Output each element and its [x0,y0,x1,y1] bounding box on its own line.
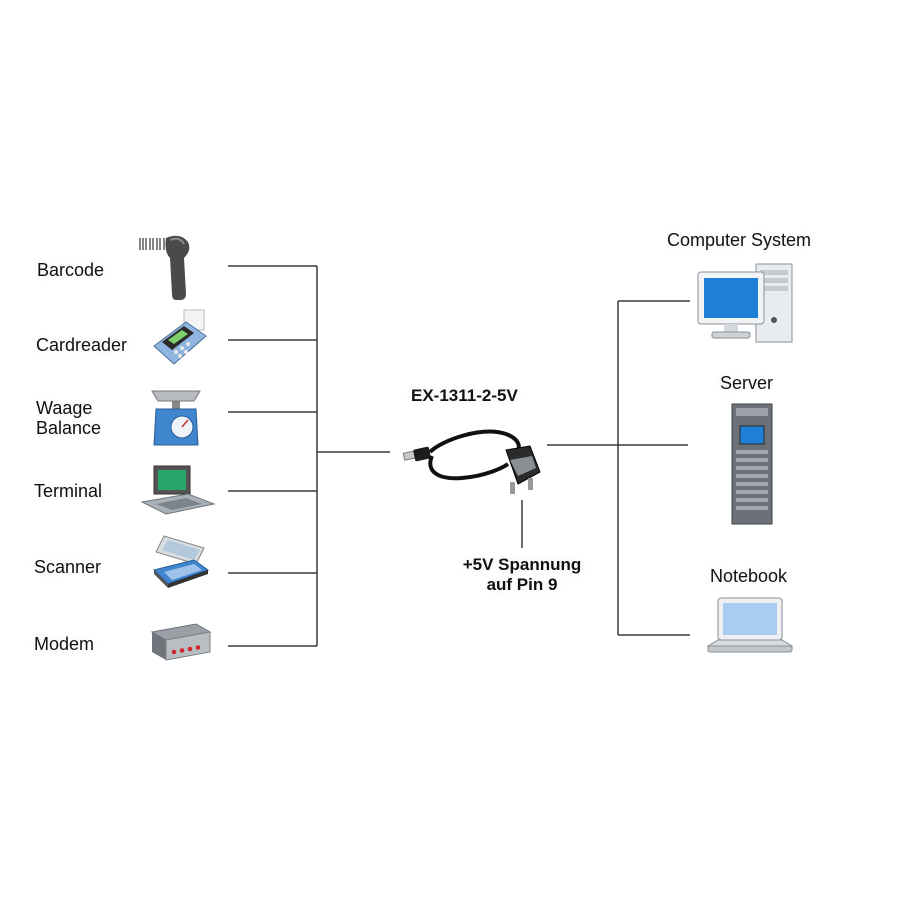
card-terminal-icon [146,306,216,370]
label-waage: Waage [36,398,93,418]
label-balance: Balance [36,418,102,438]
adapter-note-line2: auf Pin 9 [486,575,558,594]
scale-icon [148,387,204,449]
label-cardreader: Cardreader [36,335,128,355]
desktop-computer-icon [694,258,798,348]
label-modem: Modem [34,634,95,654]
label-server: Server [720,373,774,393]
adapter-note-line1: +5V Spannung [462,555,582,574]
modem-icon [146,618,214,664]
server-rack-icon [730,402,774,526]
label-notebook: Notebook [710,566,788,586]
label-barcode: Barcode [37,260,105,280]
adapter-note: +5V Spannung auf Pin 9 [452,555,592,595]
label-terminal: Terminal [34,481,103,501]
flatbed-scanner-icon [150,530,212,592]
usb-serial-cable-icon [402,420,552,506]
label-waage-balance: Waage Balance [36,398,101,438]
barcode-scanner-icon [134,228,198,304]
terminal-icon [136,462,218,518]
adapter-title: EX-1311-2-5V [411,386,518,405]
laptop-icon [704,596,796,658]
label-computer-system: Computer System [667,230,812,250]
label-scanner: Scanner [34,557,102,577]
